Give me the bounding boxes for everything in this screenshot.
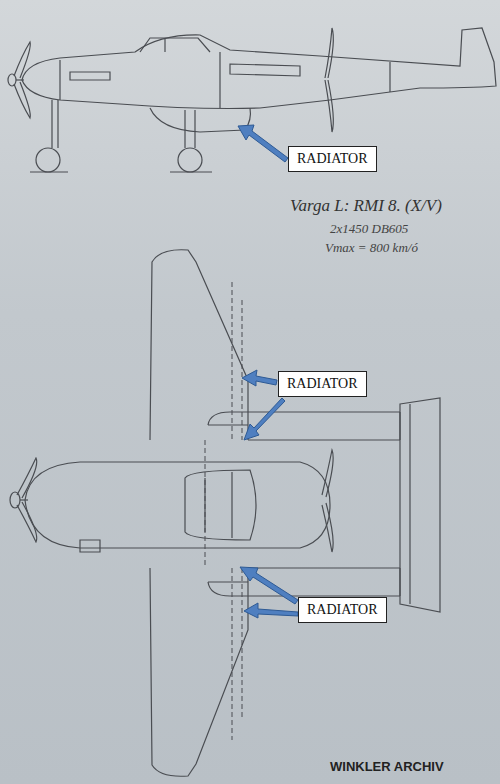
callout-text: RADIATOR xyxy=(307,602,378,618)
watermark: WINKLER ARCHIV xyxy=(330,759,444,774)
callout-box: RADIATOR xyxy=(298,597,387,623)
callout-text: RADIATOR xyxy=(297,151,368,167)
callout-box: RADIATOR xyxy=(278,371,367,397)
callout-box: RADIATOR xyxy=(288,146,377,172)
handwritten-note: Varga L: RMI 8. (X/V) xyxy=(290,196,442,216)
handwritten-note: 2x1450 DB605 xyxy=(330,221,408,237)
handwritten-note: Vmax = 800 km/ó xyxy=(325,240,418,256)
callout-text: RADIATOR xyxy=(287,376,358,392)
